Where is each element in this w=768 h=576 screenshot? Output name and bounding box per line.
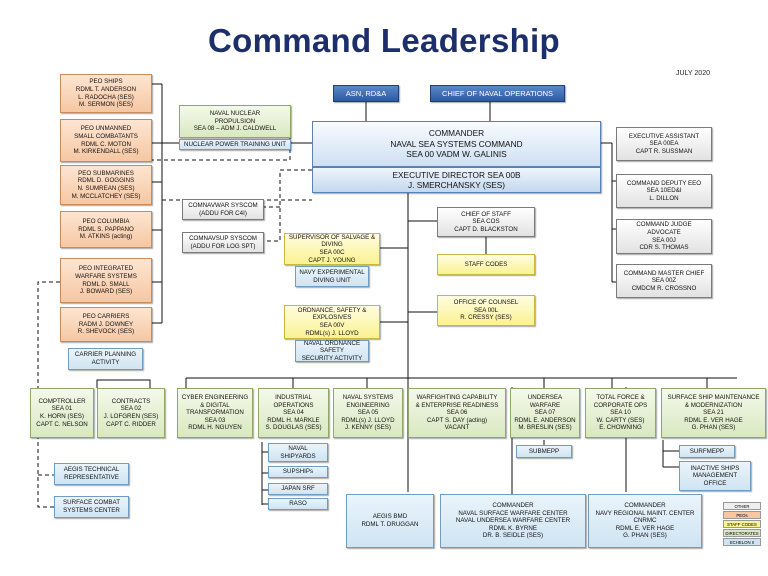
aegis-technical-rep-box: AEGIS TECHNICAL REPRESENTATIVE [54, 463, 129, 485]
commander-box: COMMANDER NAVAL SEA SYSTEMS COMMAND SEA … [312, 121, 601, 167]
peo-integrated-warfare-box: PEO INTEGRATED WARFARE SYSTEMS RDML D. S… [60, 258, 152, 303]
surface-combat-systems-box: SURFACE COMBAT SYSTEMS CENTER [54, 496, 129, 518]
ordnance-safety-activity-box: NAVAL ORDNANCE SAFETY SECURITY ACTIVITY [295, 340, 369, 362]
peo-unmanned-box: PEO UNMANNED SMALL COMBATANTS RDML C. MO… [60, 119, 152, 162]
master-chief-box: COMMAND MASTER CHIEF SEA 00Z CMDCM R. CR… [616, 264, 712, 298]
industrial-operations-box: INDUSTRIAL OPERATIONS SEA 04 RDML H. MAR… [258, 388, 329, 438]
naval-shipyards-box: NAVAL SHIPYARDS [268, 443, 328, 462]
judge-advocate-box: COMMAND JUDGE ADVOCATE SEA 00J CDR S. TH… [616, 219, 712, 254]
japan-srf-box: JAPAN SRF [268, 483, 328, 495]
legend-staff-codes: STAFF CODES [723, 520, 761, 528]
peo-submarines-box: PEO SUBMARINES RDML D. GOGGINS N. SUMREA… [60, 165, 152, 205]
asn-rda-box: ASN, RD&A [333, 85, 399, 102]
legend-peos: PEOs [723, 511, 761, 519]
comnavsup-box: COMNAVSUP SYSCOM (ADDU FOR LOG SPT) [182, 232, 264, 253]
peo-columbia-box: PEO COLUMBIA RDML S. PAPPANO M. ATKINS (… [60, 211, 152, 248]
staff-codes-box: STAFF CODES [437, 254, 535, 275]
carrier-planning-box: CARRIER PLANNING ACTIVITY [68, 348, 143, 370]
comnavwar-box: COMNAVWAR SYSCOM (ADDU FOR C4I) [182, 199, 264, 220]
legend-directorates: DIRECTORATES [723, 529, 761, 537]
page-title: Command Leadership [208, 22, 560, 59]
office-of-counsel-box: OFFICE OF COUNSEL SEA 00L R. CRESSY (SES… [437, 295, 535, 326]
legend-echelon-ii: ECHELON II [723, 538, 761, 546]
naval-nuclear-propulsion-box: NAVAL NUCLEAR PROPULSION SEA 08 – ADM J.… [179, 105, 291, 138]
total-force-box: TOTAL FORCE & CORPORATE OPS SEA 10 W. CA… [585, 388, 656, 438]
surface-ship-maintenance-box: SURFACE SHIP MAINTENANCE & MODERNIZATION… [661, 388, 766, 438]
date-label: JULY 2020 [676, 70, 710, 77]
raso-box: RASO [268, 498, 328, 510]
diving-unit-box: NAVY EXPERIMENTAL DIVING UNIT [295, 266, 369, 287]
deputy-eeo-box: COMMAND DEPUTY EEO SEA 10ED&I L. DILLON [616, 174, 712, 208]
cno-box: CHIEF OF NAVAL OPERATIONS [430, 85, 565, 102]
inactive-ships-box: INACTIVE SHIPS MANAGEMENT OFFICE [679, 461, 751, 491]
regional-maintenance-box: COMMANDER NAVY REGIONAL MAINT. CENTER CN… [588, 494, 702, 548]
nuclear-power-training-box: NUCLEAR POWER TRAINING UNIT [179, 139, 291, 150]
cyber-engineering-box: CYBER ENGINEERING & DIGITAL TRANSFORMATI… [177, 388, 253, 438]
aegis-bmd-box: AEGIS BMD RDML T. DRUGGAN [346, 494, 434, 548]
contracts-box: CONTRACTS SEA 02 J. LOFGREN (SES) CAPT C… [97, 388, 165, 438]
peo-carriers-box: PEO CARRIERS RADM J. DOWNEY R. SHEVOCK (… [60, 307, 152, 342]
submepp-box: SUBMEPP [516, 445, 572, 458]
supships-box: SUPSHIPs [268, 466, 328, 478]
warfighting-capability-box: WARFIGHTING CAPABILITY & ENTERPRISE READ… [408, 388, 506, 438]
nswc-nuwc-box: COMMANDER NAVAL SURFACE WARFARE CENTER N… [440, 494, 586, 548]
surfmepp-box: SURFMEPP [679, 445, 735, 458]
naval-systems-engineering-box: NAVAL SYSTEMS ENGINEERING SEA 05 RDML(s)… [333, 388, 403, 438]
legend: OTHER PEOs STAFF CODES DIRECTORATES ECHE… [723, 502, 761, 547]
comptroller-box: COMPTROLLER SEA 01 K. HORN (SES) CAPT C.… [30, 388, 94, 438]
undersea-warfare-box: UNDERSEA WARFARE SEA 07 RDML E. ANDERSON… [510, 388, 580, 438]
executive-director-box: EXECUTIVE DIRECTOR SEA 00B J. SMERCHANSK… [312, 167, 601, 193]
legend-other: OTHER [723, 502, 761, 510]
chief-of-staff-box: CHIEF OF STAFF SEA COS CAPT D. BLACKSTON [437, 207, 535, 237]
peo-ships-box: PEO SHIPS RDML T. ANDERSON L. RADOCHA (S… [60, 74, 152, 113]
executive-assistant-box: EXECUTIVE ASSISTANT SEA 00EA CAPT R. SUS… [616, 127, 712, 161]
ordnance-safety-box: ORDNANCE, SAFETY & EXPLOSIVES SEA 00V RD… [284, 305, 380, 339]
salvage-diving-box: SUPERVISOR OF SALVAGE & DIVING SEA 00C C… [284, 233, 380, 265]
